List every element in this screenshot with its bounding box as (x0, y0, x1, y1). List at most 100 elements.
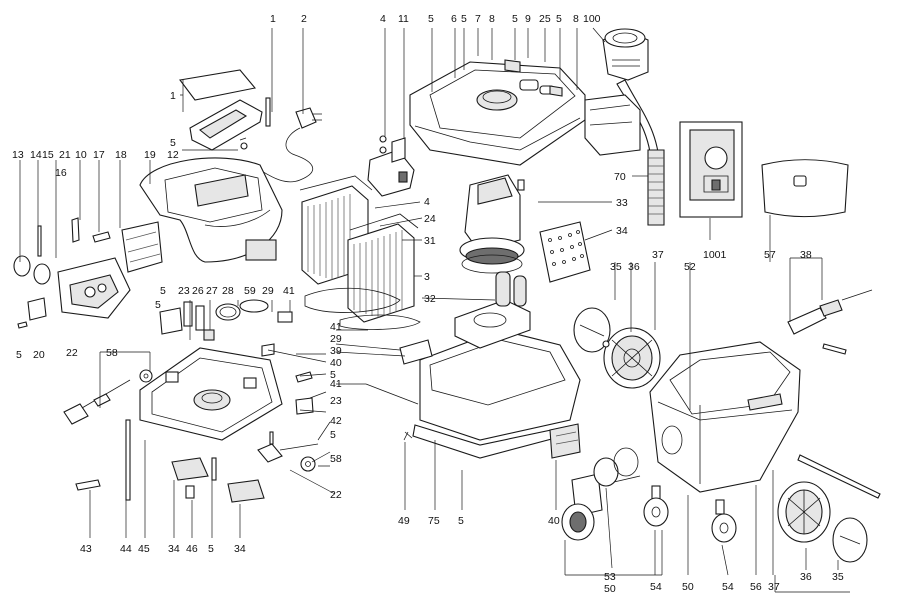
label-1001: 1001 (703, 249, 727, 261)
label-75: 75 (428, 515, 440, 527)
center-left-small-parts (159, 239, 293, 357)
label-4b: 4 (424, 196, 430, 208)
filter-pad-34 (539, 221, 591, 283)
label-32: 32 (424, 293, 436, 305)
label-35: 35 (610, 261, 622, 273)
label-5c: 5 (512, 13, 518, 25)
label-35b: 35 (832, 571, 844, 583)
label-49: 49 (398, 515, 410, 527)
push-handle (797, 454, 881, 499)
label-11: 11 (398, 13, 409, 25)
spring-filter-38 (787, 289, 873, 355)
lower-left-parts (75, 419, 265, 503)
label-24: 24 (424, 213, 436, 225)
hubcap-35 (573, 307, 611, 353)
label-15: 15 (42, 149, 54, 161)
label-58b: 58 (330, 453, 342, 465)
label-100: 100 (583, 13, 601, 25)
label-50: 50 (604, 583, 616, 595)
label-14: 14 (30, 149, 42, 161)
label-12: 12 (167, 149, 179, 161)
label-46: 46 (186, 543, 198, 555)
label-57: 57 (764, 249, 776, 261)
label-10: 10 (75, 149, 87, 161)
label-5b: 5 (461, 13, 467, 25)
label-5: 5 (428, 13, 434, 25)
caster-54-right (711, 499, 737, 543)
label-59: 59 (244, 285, 256, 297)
label-17: 17 (93, 149, 105, 161)
label-22: 22 (66, 347, 78, 359)
label-36: 36 (628, 261, 640, 273)
part-numbers: 1 2 4 11 5 6 5 7 8 5 9 25 5 8 100 1 5 12… (12, 13, 844, 595)
label-50b: 50 (682, 581, 694, 593)
caster-54-left (643, 485, 669, 527)
label-37b: 37 (768, 581, 780, 593)
label-5h: 5 (16, 349, 22, 361)
container-52 (649, 341, 801, 493)
label-8b: 8 (573, 13, 579, 25)
label-42: 42 (330, 415, 342, 427)
label-23b: 23 (330, 395, 342, 407)
label-34: 34 (616, 225, 628, 237)
label-36b: 36 (800, 571, 812, 583)
label-5k: 5 (208, 543, 214, 555)
motor-head-top (409, 59, 586, 166)
label-54: 54 (650, 581, 662, 593)
label-58: 58 (106, 347, 118, 359)
label-19: 19 (144, 149, 156, 161)
motor-31 (459, 174, 525, 274)
label-5l: 5 (458, 515, 464, 527)
filter-bag-57 (761, 159, 849, 218)
label-41b: 41 (330, 321, 342, 333)
label-29b: 29 (330, 333, 342, 345)
label-23: 23 (178, 285, 190, 297)
label-21: 21 (59, 149, 71, 161)
handle-parts (179, 69, 271, 151)
upper-housing-19 (139, 157, 283, 263)
cable-reel-left (63, 369, 153, 425)
wheel-rear (777, 481, 868, 563)
instruction-panel-1001 (679, 121, 743, 218)
left-small-parts (13, 217, 163, 329)
label-27: 27 (206, 285, 218, 297)
label-20: 20 (33, 349, 45, 361)
label-43: 43 (80, 543, 92, 555)
label-52: 52 (684, 261, 696, 273)
label-45: 45 (138, 543, 150, 555)
suction-hose (584, 28, 665, 226)
label-40: 40 (330, 357, 342, 369)
label-37: 37 (652, 249, 664, 261)
label-31: 31 (424, 235, 436, 247)
label-40b: 40 (548, 515, 560, 527)
label-70: 70 (614, 171, 626, 183)
label-4: 4 (380, 13, 386, 25)
label-54b: 54 (722, 581, 734, 593)
filter-cartridges (299, 175, 421, 330)
label-41c: 41 (330, 378, 342, 390)
label-26: 26 (192, 285, 204, 297)
base-tray (139, 347, 283, 441)
label-9: 9 (525, 13, 531, 25)
label-34c: 34 (234, 543, 246, 555)
label-34b: 34 (168, 543, 180, 555)
label-39: 39 (330, 345, 342, 357)
label-44: 44 (120, 543, 132, 555)
label-18: 18 (115, 149, 127, 161)
leader-lines (19, 27, 850, 593)
label-28: 28 (222, 285, 234, 297)
label-6: 6 (451, 13, 457, 25)
wheel-front (603, 327, 661, 389)
power-cable (259, 107, 322, 183)
label-5g: 5 (155, 299, 161, 311)
label-2: 2 (301, 13, 307, 25)
label-13: 13 (12, 149, 24, 161)
label-5e: 5 (170, 137, 176, 149)
label-5d: 5 (556, 13, 562, 25)
label-5j: 5 (330, 429, 336, 441)
motor-housing-lower-32 (412, 271, 581, 459)
label-1: 1 (270, 13, 276, 25)
label-41: 41 (283, 285, 295, 297)
label-25: 25 (539, 13, 551, 25)
